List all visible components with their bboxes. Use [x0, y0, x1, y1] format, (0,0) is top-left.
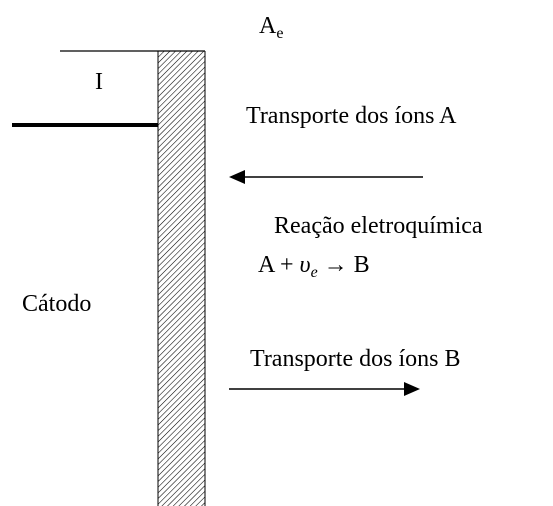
transport-a-label: Transporte dos íons A: [246, 103, 457, 129]
reaction-product: → B: [317, 252, 370, 278]
reaction-upsilon: υ: [299, 252, 311, 278]
transport-b-label: Transporte dos íons B: [250, 346, 461, 372]
transport-a-arrowhead: [229, 170, 245, 184]
reaction-reactant: A +: [258, 252, 300, 278]
electrolyte-label: Ae: [259, 14, 283, 42]
electrode-surface: [158, 51, 205, 506]
ae-main: A: [259, 13, 277, 39]
reaction-title: Reação eletroquímica: [274, 213, 483, 239]
ae-subscript: e: [276, 25, 284, 42]
current-label: I: [95, 69, 103, 95]
transport-b-arrowhead: [404, 382, 420, 396]
reaction-equation: A + υe → B: [258, 253, 370, 281]
cathode-label: Cátodo: [22, 291, 92, 317]
reaction-upsilon-sub: e: [310, 264, 318, 281]
